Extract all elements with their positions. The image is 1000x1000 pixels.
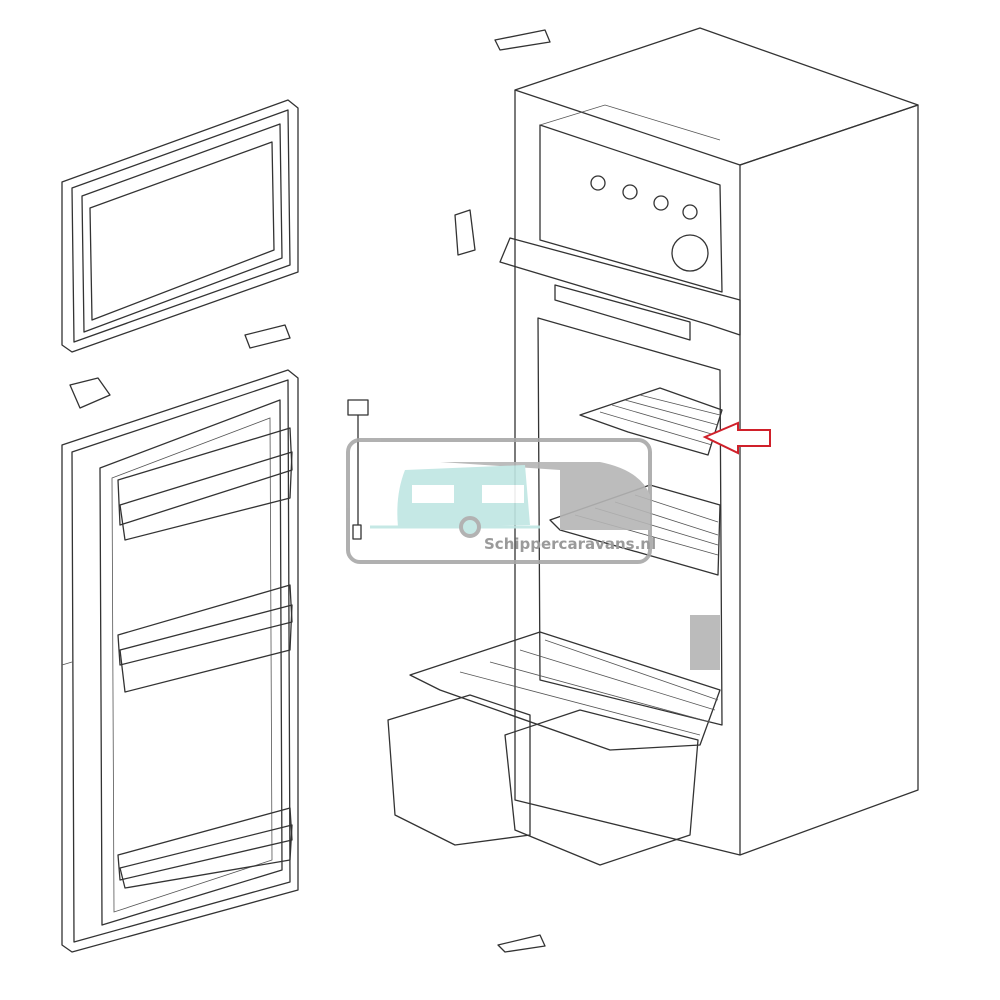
- fan-part: [671, 234, 709, 272]
- arrow-left-icon: [702, 421, 771, 455]
- watermark-logo: [346, 438, 652, 564]
- label-plate: [690, 615, 720, 670]
- door-shelf: [117, 807, 293, 889]
- hinge-part: [69, 29, 551, 953]
- door-shelf: [117, 427, 293, 541]
- freezer-door[interactable]: [61, 99, 299, 353]
- fridge-door[interactable]: [61, 369, 299, 953]
- fridge-cabinet: [499, 27, 919, 856]
- glass-shelf[interactable]: [579, 387, 723, 456]
- bottom-shelf[interactable]: [409, 631, 721, 751]
- sensor-cable: [347, 399, 369, 540]
- door-shelf: [117, 584, 293, 693]
- watermark-text: Schippercaravans.nl: [484, 535, 656, 553]
- crisper-drawer[interactable]: [387, 694, 699, 866]
